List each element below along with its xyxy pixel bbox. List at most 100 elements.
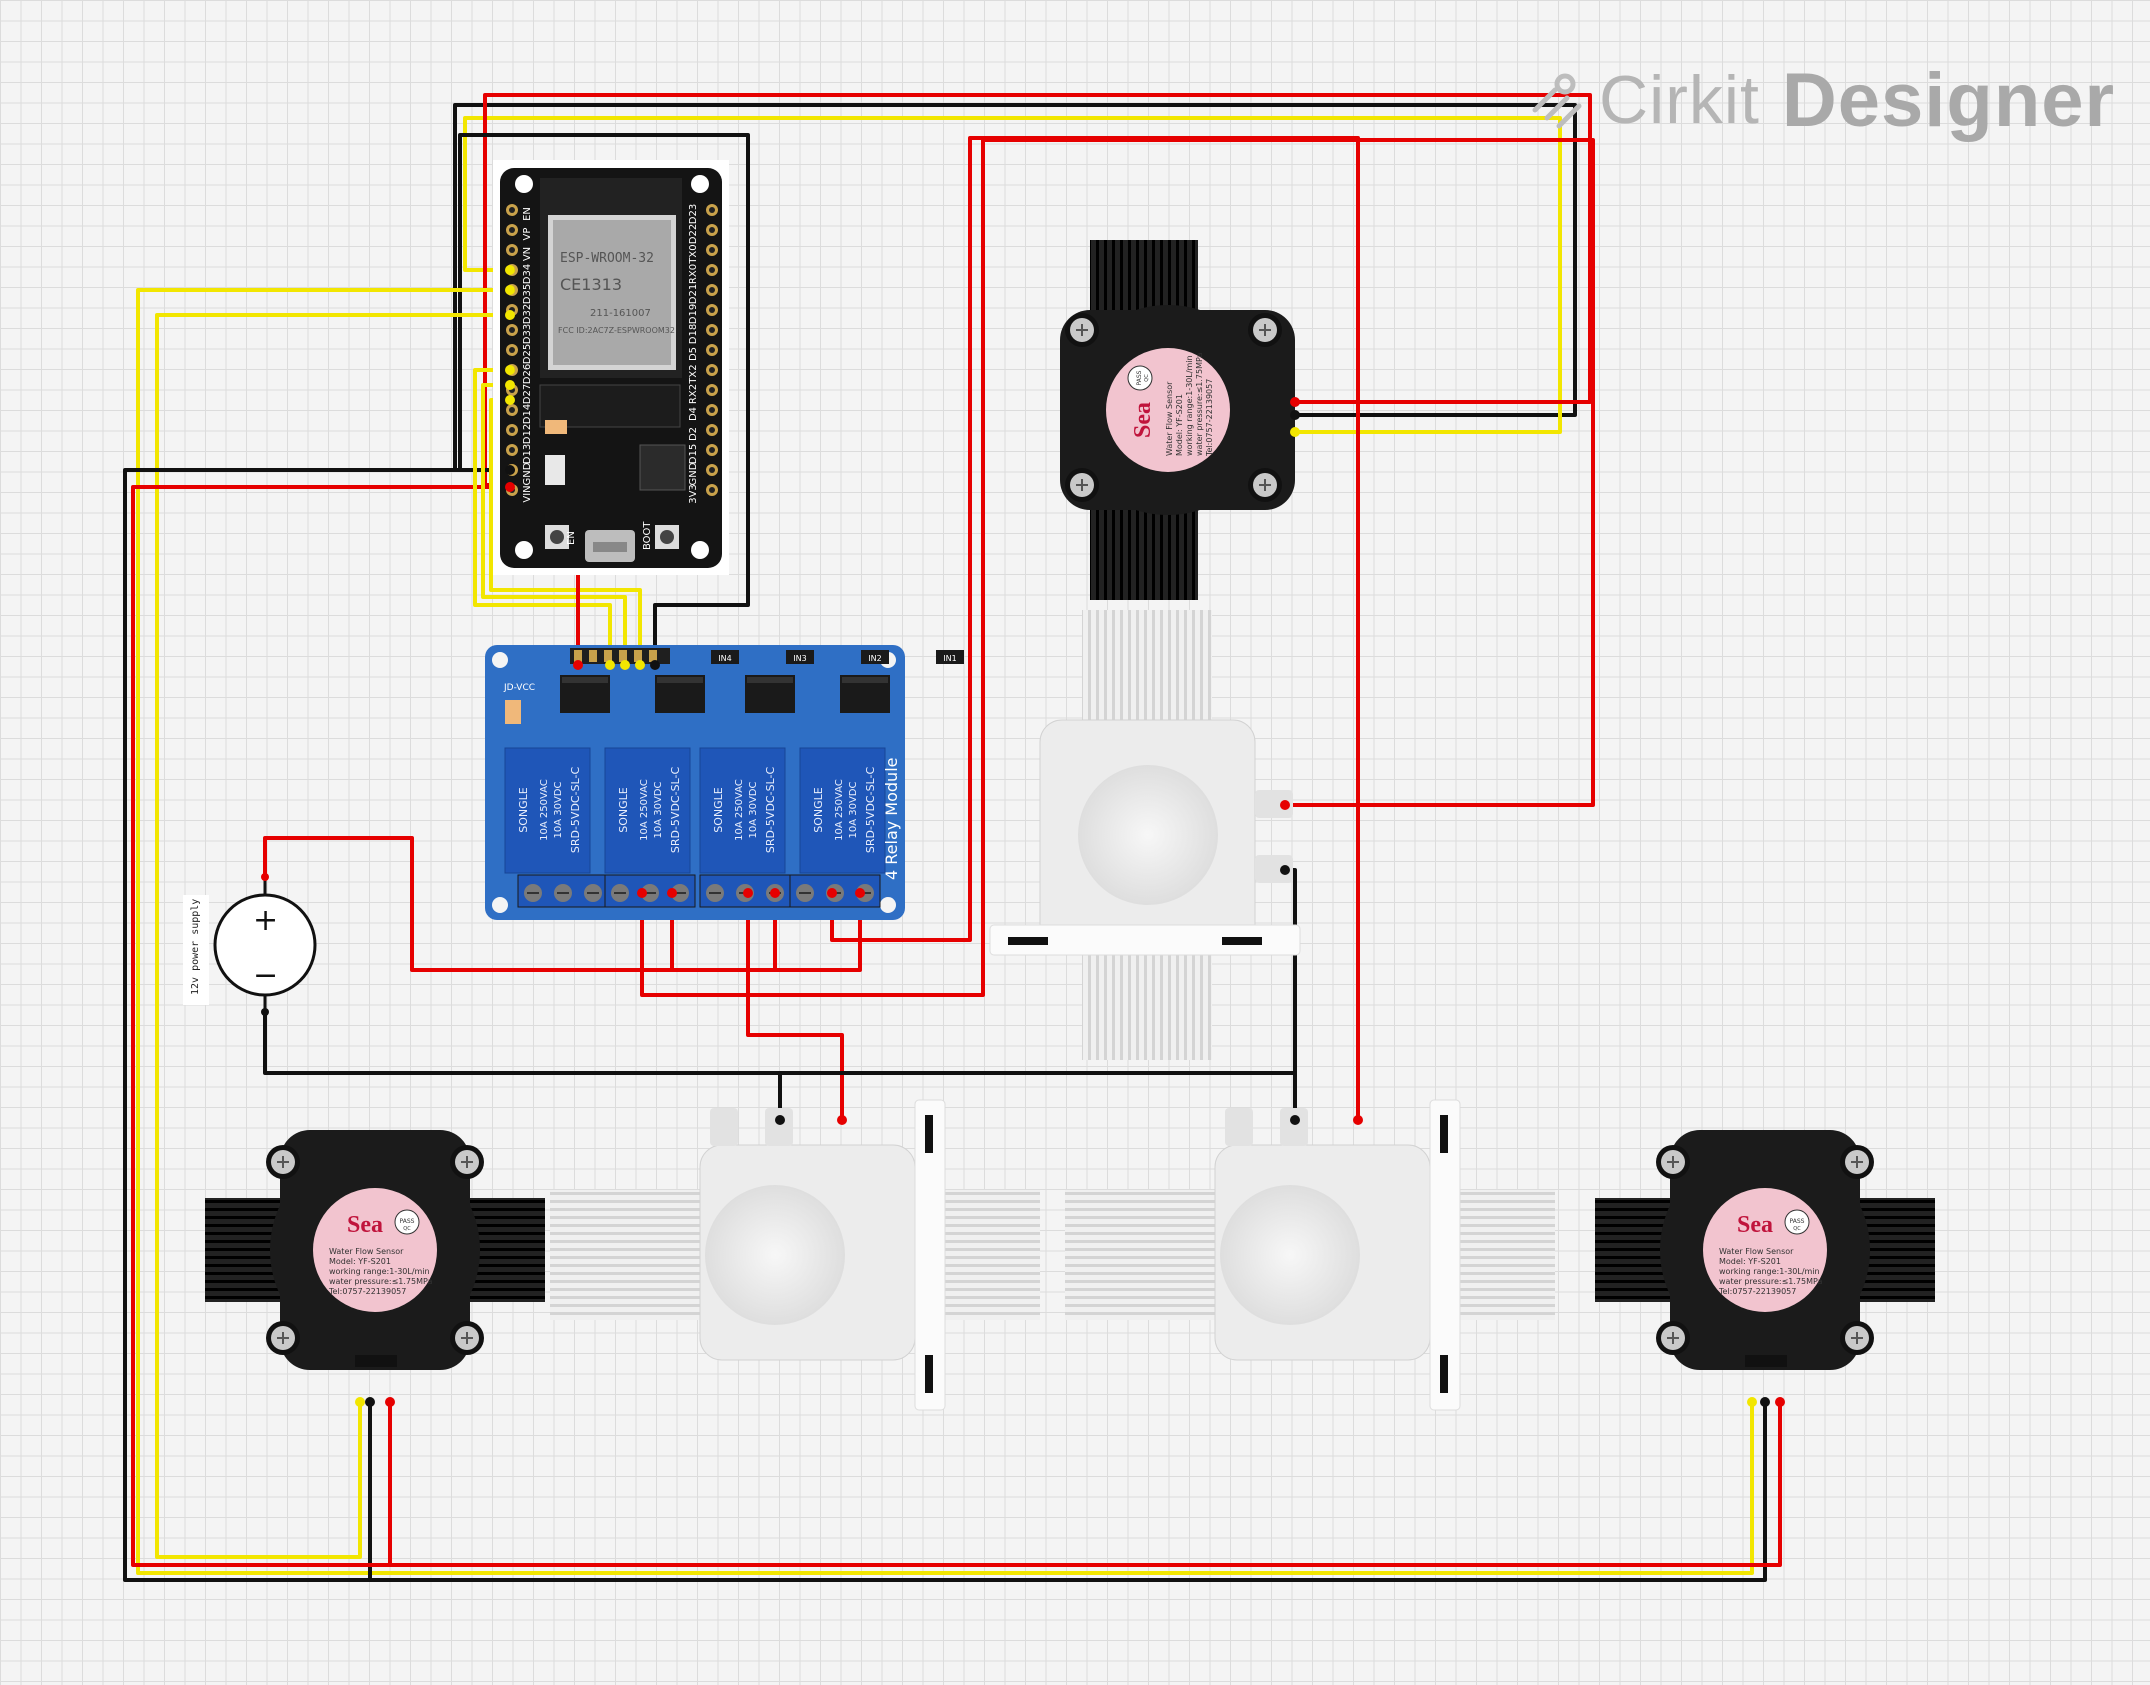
wire-endpoint[interactable] [1775, 1397, 1785, 1407]
esp32-board[interactable]: ESP-WROOM-32 CE1313 211-161007 FCC ID:2A… [493, 160, 729, 575]
wire-yellow-relay-in2[interactable] [481, 383, 627, 667]
wire-endpoint[interactable] [1290, 397, 1300, 407]
esp-pin-label: D5 [688, 347, 699, 361]
solenoid-valve-vertical[interactable] [989, 610, 1301, 1060]
flow-sensor-text: Tel:0757-22139057 [1718, 1287, 1796, 1296]
wire-endpoint[interactable] [505, 395, 515, 405]
wire-red-relay-to-valve-b[interactable] [830, 136, 1360, 1122]
wire-yellow-esp-to-right-sensor2[interactable] [155, 313, 512, 1559]
wire-endpoint[interactable] [505, 465, 515, 475]
relay-input-pin-gnd[interactable] [649, 650, 657, 662]
wire-endpoint[interactable] [505, 380, 515, 390]
wire-endpoint[interactable] [770, 888, 780, 898]
relay-led-label: IN2 [868, 654, 881, 663]
esp-pin-label: D25 [522, 344, 533, 364]
relay-jumper[interactable] [505, 700, 521, 724]
valve-terminal[interactable] [710, 1108, 738, 1146]
wire-endpoint[interactable] [1280, 800, 1290, 810]
relay-led-label: IN1 [943, 654, 956, 663]
cirkit-designer-logo: Cirkit Designer [1525, 55, 2115, 145]
wire-black-bus[interactable] [123, 468, 1767, 1582]
wire-red-power-plus[interactable] [263, 836, 862, 972]
flow-sensor-text: water pressure:≤1.75MPa [329, 1277, 432, 1286]
wire-endpoint[interactable] [385, 1397, 395, 1407]
power-supply[interactable]: 12v power supply + − [183, 873, 317, 1016]
wire-black-esp-gnd-to-relay[interactable] [458, 133, 750, 667]
wire-yellow-relay-in1[interactable] [473, 368, 612, 667]
solenoid-valve-right[interactable] [1065, 1099, 1555, 1411]
wire-endpoint[interactable] [505, 265, 515, 275]
relay-input-pin-in2[interactable] [604, 650, 612, 662]
esp-pin-label: D4 [688, 407, 699, 421]
relay-1 [799, 747, 886, 874]
relay-model: SRD-5VDC-SL-C [569, 767, 582, 854]
esp-pin-label: TX2 [688, 364, 699, 384]
esp-pin-label: D33 [522, 324, 533, 344]
esp-pin-label: EN [522, 207, 533, 221]
flow-sensor-pass: PASS [1136, 370, 1143, 385]
wire-yellow-esp-to-top-sensor[interactable] [463, 116, 1562, 434]
power-plus-terminal[interactable] [261, 873, 269, 881]
power-minus-terminal[interactable] [261, 1008, 269, 1016]
wire-endpoint[interactable] [637, 888, 647, 898]
esp-pin-label: D35 [522, 284, 533, 304]
relay-input-pin-in1[interactable] [619, 650, 627, 662]
wire-endpoint[interactable] [1760, 1397, 1770, 1407]
wire-red-bus[interactable] [131, 485, 1782, 1567]
power-minus-symbol: − [253, 958, 278, 993]
relay-led [936, 650, 964, 664]
wire-endpoint[interactable] [775, 1115, 785, 1125]
relay-input-pin-vcc[interactable] [634, 650, 642, 662]
valve-terminal[interactable] [1225, 1108, 1253, 1146]
wire-endpoint[interactable] [667, 888, 677, 898]
valve-terminal[interactable] [1280, 1108, 1308, 1146]
wire-endpoint[interactable] [1747, 1397, 1757, 1407]
wire-endpoint[interactable] [505, 310, 515, 320]
esp-ce-text: CE1313 [560, 275, 622, 294]
wire-endpoint[interactable] [505, 365, 515, 375]
flow-sensor-text: Model: YF-S201 [329, 1257, 391, 1266]
wire-endpoint[interactable] [620, 660, 630, 670]
wire-endpoint[interactable] [1280, 865, 1290, 875]
esp-boot-label: BOOT [642, 521, 653, 550]
relay-input-pin-in4[interactable] [574, 650, 582, 662]
esp-pin-label: D27 [522, 384, 533, 404]
power-supply-label: 12v power supply [190, 899, 201, 995]
esp-pin-label: D19 [688, 304, 699, 324]
wire-endpoint[interactable] [1290, 427, 1300, 437]
wire-endpoint[interactable] [650, 660, 660, 670]
valve-terminal[interactable] [1255, 855, 1293, 883]
wire-endpoint[interactable] [855, 888, 865, 898]
wire-endpoint[interactable] [837, 1115, 847, 1125]
wire-yellow-esp-to-left-sensor[interactable] [136, 288, 1754, 1575]
valve-terminal[interactable] [765, 1108, 793, 1146]
wire-red-relay-to-valve-a[interactable] [746, 891, 844, 1122]
relay-model: SRD-5VDC-SL-C [669, 767, 682, 854]
wire-endpoint[interactable] [1290, 410, 1300, 420]
wire-endpoint[interactable] [1353, 1115, 1363, 1125]
valve-terminal[interactable] [1255, 790, 1293, 818]
wire-endpoint[interactable] [365, 1397, 375, 1407]
solenoid-valve-left[interactable] [550, 1099, 1040, 1411]
wire-endpoint[interactable] [505, 482, 515, 492]
wire-endpoint[interactable] [743, 888, 753, 898]
wire-endpoint[interactable] [827, 888, 837, 898]
esp-capacitor [545, 420, 567, 434]
wire-endpoint[interactable] [1290, 1115, 1300, 1125]
wire-endpoint[interactable] [573, 660, 583, 670]
wire-endpoint[interactable] [605, 660, 615, 670]
wire-endpoint[interactable] [635, 660, 645, 670]
wire-endpoint[interactable] [505, 285, 515, 295]
esp-right-pin-header: D23D22TX0RX0D21D19D18D5TX2RX2D4D2D15GND3… [688, 204, 718, 504]
wire-endpoint[interactable] [355, 1397, 365, 1407]
esp-pin-label: TX0 [688, 244, 699, 264]
power-plus-symbol: + [253, 903, 278, 938]
esp-pin-label: VIN [522, 485, 533, 502]
brand-name-light: Cirkit [1599, 62, 1760, 138]
brand-name-bold: Designer [1781, 57, 2116, 143]
relay-input-pin-in3[interactable] [589, 650, 597, 662]
